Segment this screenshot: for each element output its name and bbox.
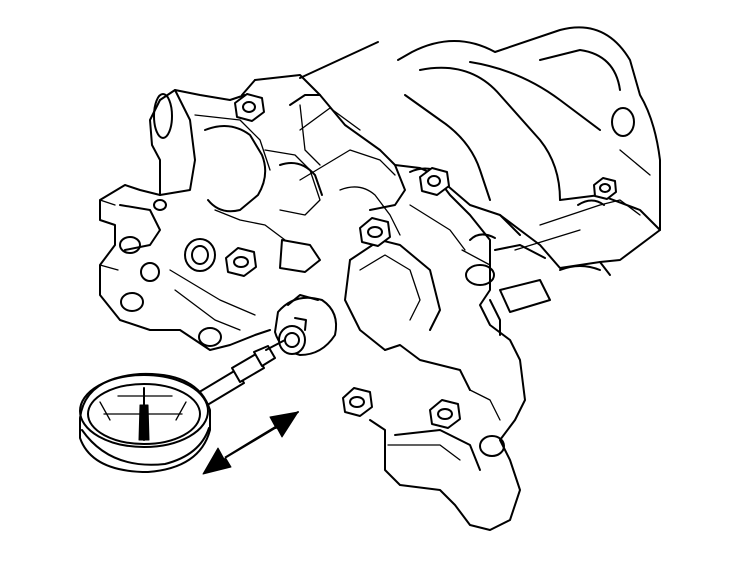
- bolt-lower-left: [342, 387, 373, 417]
- oil-pump-housing: [99, 89, 323, 351]
- bolt-upper-right: [419, 167, 450, 196]
- bolt-top-left: [234, 93, 265, 122]
- bolt-center: [359, 217, 391, 247]
- mounting-bolts: [225, 93, 617, 429]
- movement-arrow: [202, 411, 299, 475]
- shaft-end: [274, 294, 338, 356]
- balance-shaft-assembly: [241, 74, 546, 531]
- indicator-stem: [195, 339, 286, 408]
- engine-block: [299, 26, 661, 336]
- bolt-pump-face: [225, 247, 257, 277]
- bolt-lower-right: [429, 399, 461, 429]
- bolt-far-right: [593, 177, 617, 200]
- dial-indicator: [79, 339, 286, 473]
